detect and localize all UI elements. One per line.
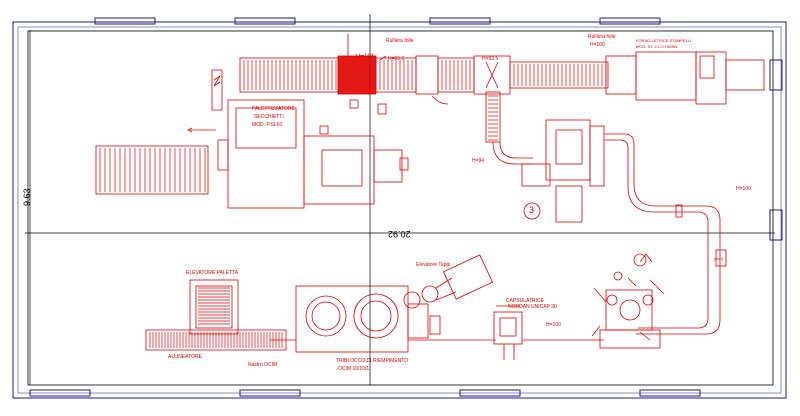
label-h93-left: H=93.5 [388, 56, 405, 62]
label-palettizzatore-2: SECCHIETTI [254, 114, 284, 120]
label-h118: H=118 [356, 54, 374, 60]
machinery [95, 34, 765, 360]
label-rulliera-folle-right: Rulliera folle [588, 34, 616, 40]
label-triblocco-2: OCIM 10/10/1 [338, 366, 370, 372]
width-dimension: 20.92 [388, 229, 411, 239]
label-elevatore-tappi: Elevatore Tappi [416, 262, 451, 268]
label-capsulatrice-2: NORDAN UNICAP 30 [508, 304, 557, 310]
capper [493, 305, 604, 360]
pallet-elevator [189, 279, 239, 335]
label-h94: H=94 [472, 158, 485, 164]
label-elevatore-paletta: ELEVATORE PALETTA [186, 270, 239, 276]
label-triblocco-1: TRIBLOCCO DI RIEMPIMENTO [336, 358, 409, 364]
label-h100-bottom: H=100 [546, 322, 561, 328]
label-forni-1: FORNO LETRICE STAMPELLI [636, 38, 692, 43]
label-rulliera-folle-left: Rulliera folle [386, 38, 414, 44]
top-conveyor [239, 34, 765, 115]
label-forni-2: MOD. ST.-C1-CT.5MML [636, 44, 679, 49]
label-palettizzatore-3: MOD. P.SL66 [252, 122, 283, 128]
label-nastro-ocim: Nastro OCIM [248, 362, 278, 368]
label-mem: [nnn] [714, 256, 723, 261]
height-dimension: 9.63 [22, 188, 32, 206]
palletizer [187, 69, 409, 209]
label-allineatore: ALLINEATORE [168, 354, 202, 360]
cap-elevator [421, 254, 493, 303]
outfeed-conveyor [95, 145, 209, 195]
station-number: 3 [529, 205, 535, 215]
label-capsulatrice-1: CAPSULATRICE [506, 298, 544, 304]
filling-triblock [270, 285, 496, 353]
label-palettizzatore-1: PALETTIZZATORE [252, 106, 295, 112]
building-frame [12, 17, 787, 399]
label-h100-right: H=100 [736, 186, 751, 192]
labeler [591, 253, 665, 349]
station-marker [523, 202, 541, 220]
label-h100-top: H=100 [590, 42, 605, 48]
label-h93-right: H=93.5 [482, 56, 499, 62]
